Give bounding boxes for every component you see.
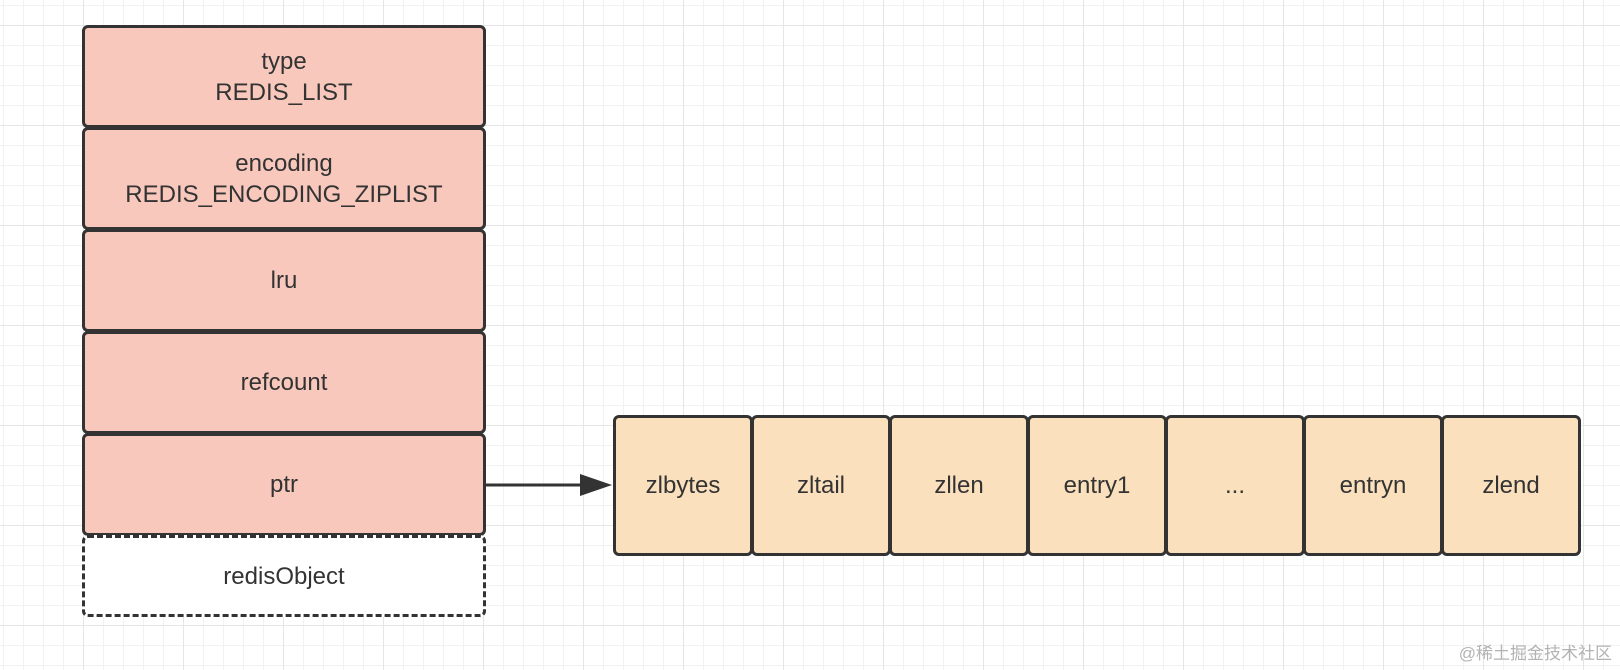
redisobject-field-ptr: ptr — [82, 433, 486, 536]
field-name: encoding — [235, 149, 333, 177]
ptr-arrow-head — [580, 474, 612, 496]
redisobject-field-refcount: refcount — [82, 331, 486, 434]
field-name: refcount — [240, 369, 328, 396]
ziplist-cell-label: ... — [1224, 472, 1245, 499]
redisobject-label-text: redisObject — [223, 562, 345, 590]
field-name: ptr — [269, 471, 298, 498]
redisobject-field-type: type REDIS_LIST — [82, 25, 486, 128]
ziplist-cell-zlend: zlend — [1441, 415, 1581, 556]
ziplist-cell-label: zltail — [796, 472, 845, 499]
ziplist-cell-label: zlbytes — [645, 472, 721, 499]
redisobject-field-lru: lru — [82, 229, 486, 332]
ziplist-cell-zllen: zllen — [889, 415, 1029, 556]
field-name: lru — [270, 267, 298, 294]
ziplist-cell-label: entry1 — [1063, 472, 1131, 499]
field-value: REDIS_LIST — [215, 78, 353, 106]
redisobject-field-encoding: encoding REDIS_ENCODING_ZIPLIST — [82, 127, 486, 230]
watermark: @稀土掘金技术社区 — [1458, 644, 1612, 663]
ziplist-cell-ellipsis: ... — [1165, 415, 1305, 556]
ziplist-cell-entry1: entry1 — [1027, 415, 1167, 556]
ziplist-cell-entryn: entryn — [1303, 415, 1443, 556]
redisobject-label: redisObject — [82, 535, 486, 617]
ziplist-cell-zlbytes: zlbytes — [613, 415, 753, 556]
field-value: REDIS_ENCODING_ZIPLIST — [125, 180, 443, 208]
ziplist-cell-label: zllen — [934, 472, 984, 499]
ziplist-cell-label: entryn — [1339, 472, 1407, 499]
ziplist-cell-label: zlend — [1482, 472, 1540, 499]
ziplist-cell-zltail: zltail — [751, 415, 891, 556]
field-name: type — [261, 47, 307, 75]
